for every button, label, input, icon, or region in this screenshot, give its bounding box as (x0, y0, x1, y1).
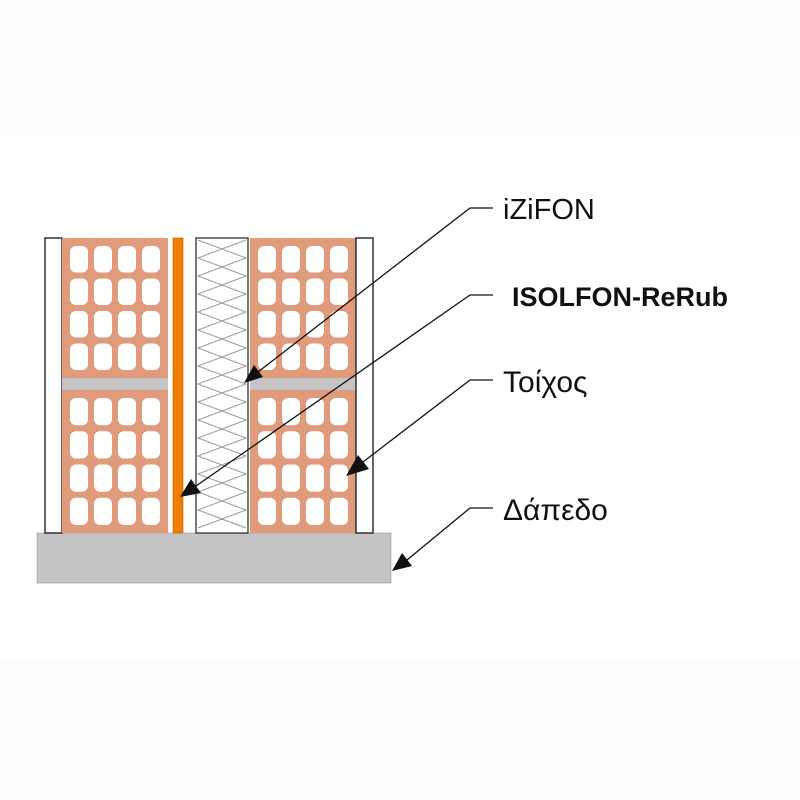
floor-slab (36, 532, 392, 584)
left-brick-leaf (62, 238, 168, 533)
brick-cavity (118, 278, 136, 305)
mortar-joint (62, 378, 168, 390)
brick-cavity (258, 246, 276, 273)
brick-cavity (258, 278, 276, 305)
brick-cavity (142, 398, 160, 426)
brick-cavity (70, 278, 88, 305)
brick-cavity (282, 398, 300, 426)
arrowhead-floor (392, 553, 412, 571)
brick-cavity (258, 431, 276, 459)
brick-cavity (94, 311, 112, 338)
arrowhead-isolfon (180, 479, 201, 497)
brick-cavity (306, 497, 324, 525)
brick-cavity (70, 398, 88, 426)
brick-cavity (330, 398, 348, 426)
brick-cavity (330, 497, 348, 525)
brick-cavity (282, 431, 300, 459)
brick-cavity (142, 497, 160, 525)
brick-cavity (306, 464, 324, 492)
brick-cavity (118, 311, 136, 338)
brick-cavity (258, 464, 276, 492)
brick-cavity (94, 497, 112, 525)
brick-cavity (70, 497, 88, 525)
brick-cavity (94, 343, 112, 370)
brick-cavity (330, 246, 348, 273)
brick-cavity (258, 343, 276, 370)
label-wall: Τοίχος (503, 366, 587, 399)
right-brick-leaf (250, 238, 356, 533)
brick-cavity (118, 464, 136, 492)
brick-cavity (330, 431, 348, 459)
brick-cavity (142, 311, 160, 338)
insulation-hatch (196, 239, 248, 529)
brick-cavity (118, 343, 136, 370)
brick-cavity (306, 343, 324, 370)
leader-floor (392, 507, 493, 571)
brick-cavity (330, 278, 348, 305)
brick-cavity (70, 431, 88, 459)
brick-cavity (94, 464, 112, 492)
izifon-insulation-layer (195, 237, 249, 534)
brick-cavity (142, 343, 160, 370)
leader-isolfon (180, 294, 493, 497)
mortar-joint (250, 378, 356, 390)
label-floor: Δάπεδο (503, 494, 608, 527)
brick-cavity (306, 431, 324, 459)
brick-cavity (70, 343, 88, 370)
brick-cavity (142, 431, 160, 459)
brick-cavity (118, 246, 136, 273)
brick-cavity (306, 398, 324, 426)
brick-cavity (142, 278, 160, 305)
isolfon-rerub-strip (172, 237, 184, 534)
brick-cavity (330, 311, 348, 338)
leader-wall (346, 379, 493, 476)
label-izifon: iZiFON (503, 194, 595, 226)
brick-cavity (330, 343, 348, 370)
arrowhead-wall (346, 455, 369, 476)
brick-cavity (258, 398, 276, 426)
brick-cavity (282, 343, 300, 370)
label-isolfon-rerub: ISOLFON-ReRub (512, 282, 728, 312)
brick-cavity (94, 398, 112, 426)
brick-cavity (70, 464, 88, 492)
brick-cavity (94, 431, 112, 459)
arrowhead-izifon (244, 365, 263, 383)
brick-cavity (282, 311, 300, 338)
brick-cavity (282, 246, 300, 273)
brick-cavity (282, 464, 300, 492)
brick-cavity (258, 497, 276, 525)
brick-cavity (70, 246, 88, 273)
left-plaster-board (44, 237, 63, 534)
brick-cavity (142, 246, 160, 273)
brick-cavity (306, 278, 324, 305)
brick-cavity (70, 311, 88, 338)
brick-cavity (258, 311, 276, 338)
brick-cavity (118, 497, 136, 525)
right-plaster-board (355, 237, 374, 534)
brick-cavity (94, 246, 112, 273)
brick-cavity (306, 246, 324, 273)
brick-cavity (118, 398, 136, 426)
brick-cavity (94, 278, 112, 305)
brick-cavity (282, 278, 300, 305)
brick-cavity (330, 464, 348, 492)
brick-cavity (142, 464, 160, 492)
brick-cavity (118, 431, 136, 459)
leader-izifon (244, 207, 493, 383)
brick-cavity (282, 497, 300, 525)
